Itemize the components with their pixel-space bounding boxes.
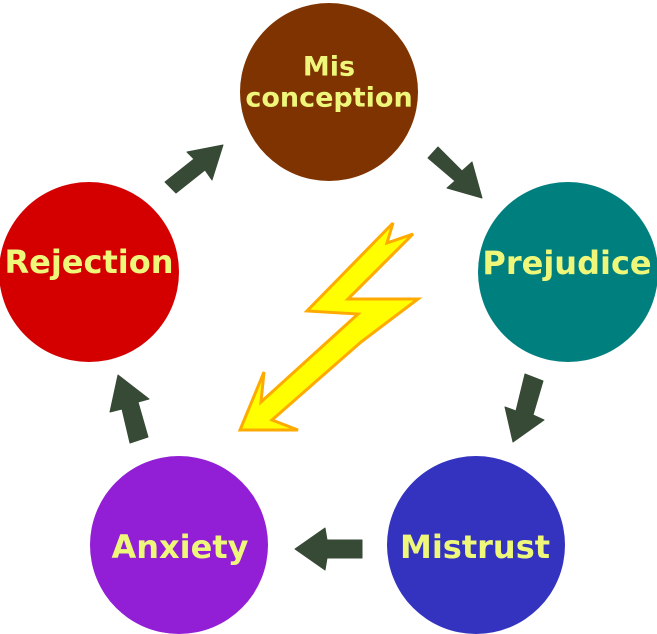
arrow-prejudice-to-mistrust-icon xyxy=(504,373,545,443)
node-circle xyxy=(0,182,179,362)
node-rejection: Rejection xyxy=(0,182,179,362)
node-label: Prejudice xyxy=(482,244,651,282)
node-label: Mistrust xyxy=(400,528,550,566)
node-label-line-1: Mis xyxy=(303,52,355,83)
node-label-line-2: conception xyxy=(245,83,412,114)
node-mistrust: Mistrust xyxy=(387,456,565,634)
arrow-rejection-to-misconception-icon xyxy=(164,144,224,194)
node-misconception: Mis conception xyxy=(240,3,418,181)
arrow-anxiety-to-rejection-icon xyxy=(109,374,150,444)
node-prejudice: Prejudice xyxy=(478,182,657,362)
node-label: Rejection xyxy=(4,243,173,281)
arrow-misconception-to-prejudice-icon xyxy=(427,146,483,199)
node-anxiety: Anxiety xyxy=(90,456,268,634)
node-label: Anxiety xyxy=(111,528,248,566)
node-circle xyxy=(478,182,657,362)
node-circle xyxy=(240,3,418,181)
lightning-bolt-icon xyxy=(237,221,423,432)
node-circle xyxy=(90,456,268,634)
node-circle xyxy=(387,456,565,634)
arrow-mistrust-to-anxiety-icon xyxy=(294,527,363,571)
